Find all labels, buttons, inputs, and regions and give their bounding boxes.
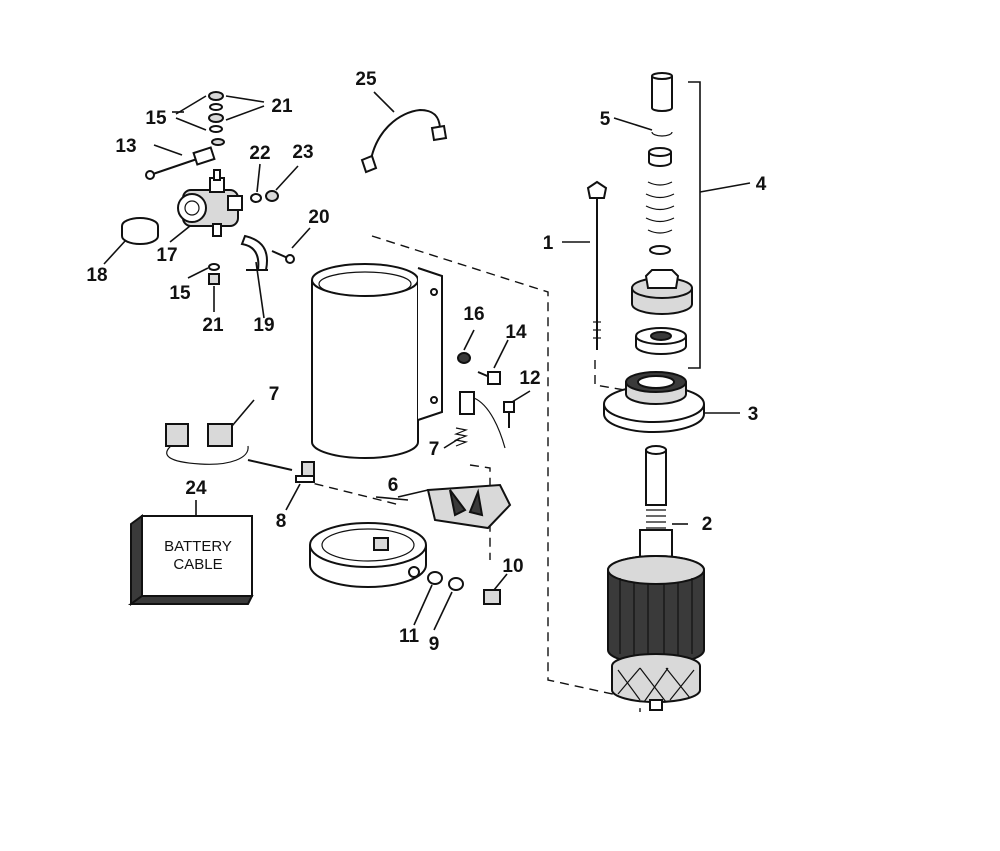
part-drive-kit-4: [631, 72, 693, 355]
part-bracket-19: [240, 234, 268, 271]
callout-19: 19: [253, 315, 274, 336]
callout-17: 17: [156, 245, 177, 266]
part-brush-holder-6: [426, 483, 512, 530]
callout-15-lower: 15: [169, 283, 191, 304]
part-drive-end-cap-3: [603, 371, 705, 433]
battery-label-line1: BATTERY: [164, 538, 232, 555]
leader-lines: [103, 81, 751, 631]
part-end-cap: [309, 522, 427, 588]
callout-14: 14: [505, 322, 527, 343]
callout-22: 22: [249, 143, 270, 164]
callout-5: 5: [600, 109, 611, 130]
callout-7-upper: 7: [269, 384, 280, 405]
part-terminal-8: [295, 461, 315, 483]
callout-3: 3: [748, 404, 759, 425]
part-boot-18: [121, 217, 159, 245]
part-screw-12: [503, 401, 515, 428]
part-through-bolt-1: [586, 180, 608, 350]
callout-12: 12: [519, 368, 540, 389]
callout-13: 13: [115, 136, 136, 157]
callout-15-upper: 15: [145, 108, 167, 129]
battery-label-line2: CABLE: [173, 556, 222, 573]
part-washer-22-nut-23: [250, 190, 279, 203]
part-brushes-7: [165, 391, 506, 471]
callout-24: 24: [185, 478, 207, 499]
callout-16: 16: [463, 304, 484, 325]
assembly-guide-lines: [299, 235, 641, 712]
part-frame-housing: [311, 263, 443, 459]
callout-6: 6: [388, 475, 399, 496]
callout-10: 10: [502, 556, 523, 577]
callout-20: 20: [308, 207, 329, 228]
part-washers-11-9-nut-10: [427, 571, 501, 605]
callout-labels: 1 2 3 4 5 6 7 7 8 9 10 11 12 13 14 15 15…: [86, 69, 766, 655]
callout-21-upper: 21: [271, 96, 293, 117]
callout-9: 9: [429, 634, 440, 655]
part-screw-20: [271, 250, 295, 264]
part-nuts-washers-15-21: [208, 91, 225, 285]
callout-11: 11: [399, 626, 420, 647]
callout-2: 2: [702, 514, 713, 535]
callout-23: 23: [292, 142, 313, 163]
part-washer-16-bolt-14: [457, 352, 501, 385]
callout-1: 1: [543, 233, 554, 254]
part-armature-2: [607, 445, 705, 711]
callout-18: 18: [86, 265, 107, 286]
part-solenoid-17: [177, 169, 243, 237]
callout-21-lower: 21: [202, 315, 224, 336]
part-stud-13: [145, 146, 216, 180]
callout-7-lower: 7: [429, 439, 440, 460]
part-battery-cable-box: BATTERY CABLE: [127, 514, 254, 606]
callout-25: 25: [355, 69, 377, 90]
callout-8: 8: [276, 511, 287, 532]
part-ground-strap: [360, 108, 448, 174]
callout-4: 4: [756, 174, 767, 195]
